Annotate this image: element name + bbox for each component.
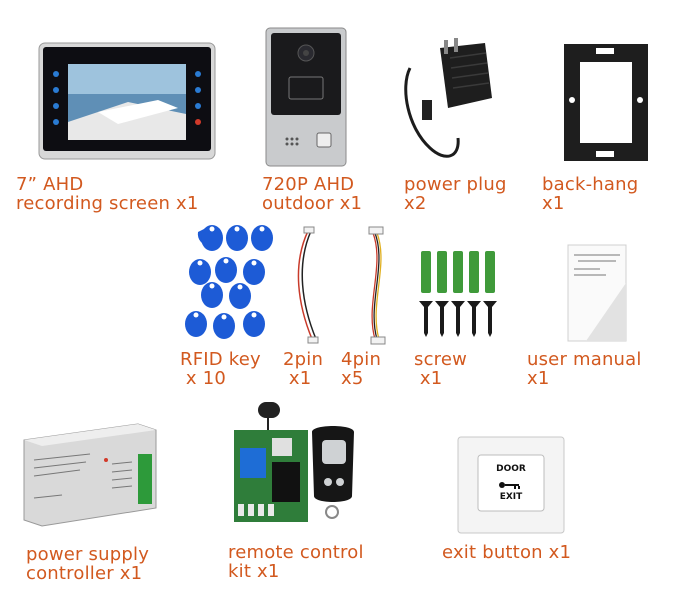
power-plug-image xyxy=(404,38,492,158)
remote-control-kit-label: remote control kit x1 xyxy=(228,542,364,582)
user-manual-label: user manual x1 xyxy=(527,349,642,389)
remote-control-kit-image xyxy=(234,402,354,522)
exit-button-label: exit button x1 xyxy=(442,542,572,563)
user-manual-image xyxy=(567,244,627,342)
four-pin-wire-image xyxy=(368,226,386,345)
screw-label: screw x1 xyxy=(414,349,468,389)
rfid-key-label: RFID key x 10 xyxy=(180,349,261,389)
four-pin-label: 4pin x5 xyxy=(341,349,382,389)
power-plug-label: power plug x2 xyxy=(404,174,507,214)
rfid-keys-image xyxy=(185,225,273,339)
exit-button-door-text: DOOR xyxy=(496,464,526,474)
outdoor-unit-label: 720P AHD outdoor x1 xyxy=(262,174,363,214)
power-supply-label: power supply controller x1 xyxy=(26,544,150,584)
back-hang-label: back-hang x1 xyxy=(542,174,639,214)
two-pin-label: 2pin x1 xyxy=(283,349,324,389)
exit-button-exit-text: EXIT xyxy=(499,492,523,502)
back-hang-image xyxy=(564,44,648,161)
outdoor-unit-image xyxy=(265,27,347,167)
screws-image xyxy=(419,251,497,337)
power-supply-image xyxy=(23,423,157,527)
monitor-label: 7” AHD recording screen x1 xyxy=(16,174,199,214)
monitor-image xyxy=(38,42,216,160)
exit-button-image xyxy=(457,436,565,534)
two-pin-wire-image xyxy=(297,226,319,344)
